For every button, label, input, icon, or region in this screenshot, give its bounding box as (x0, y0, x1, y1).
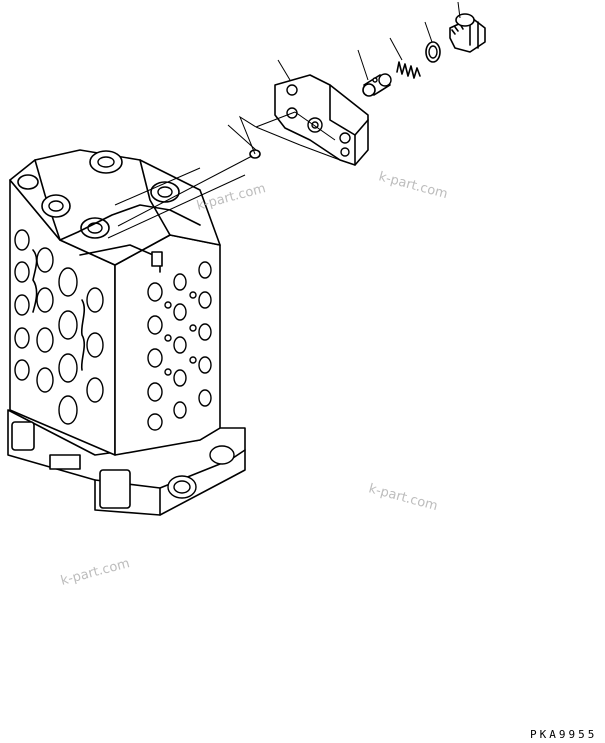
plug (449, 13, 486, 53)
spring (396, 61, 421, 79)
watermark-text: k-part.com (367, 481, 439, 514)
cover-plate (274, 74, 369, 166)
watermark-text: k-part.com (195, 181, 267, 214)
drawing-code: PKA9955 (530, 728, 597, 741)
leader-lines (107, 1, 461, 239)
watermark-text: k-part.com (377, 169, 449, 202)
control-valve-body (7, 149, 246, 516)
watermark-text: k-part.com (59, 556, 131, 589)
spool-plunger (362, 73, 392, 97)
